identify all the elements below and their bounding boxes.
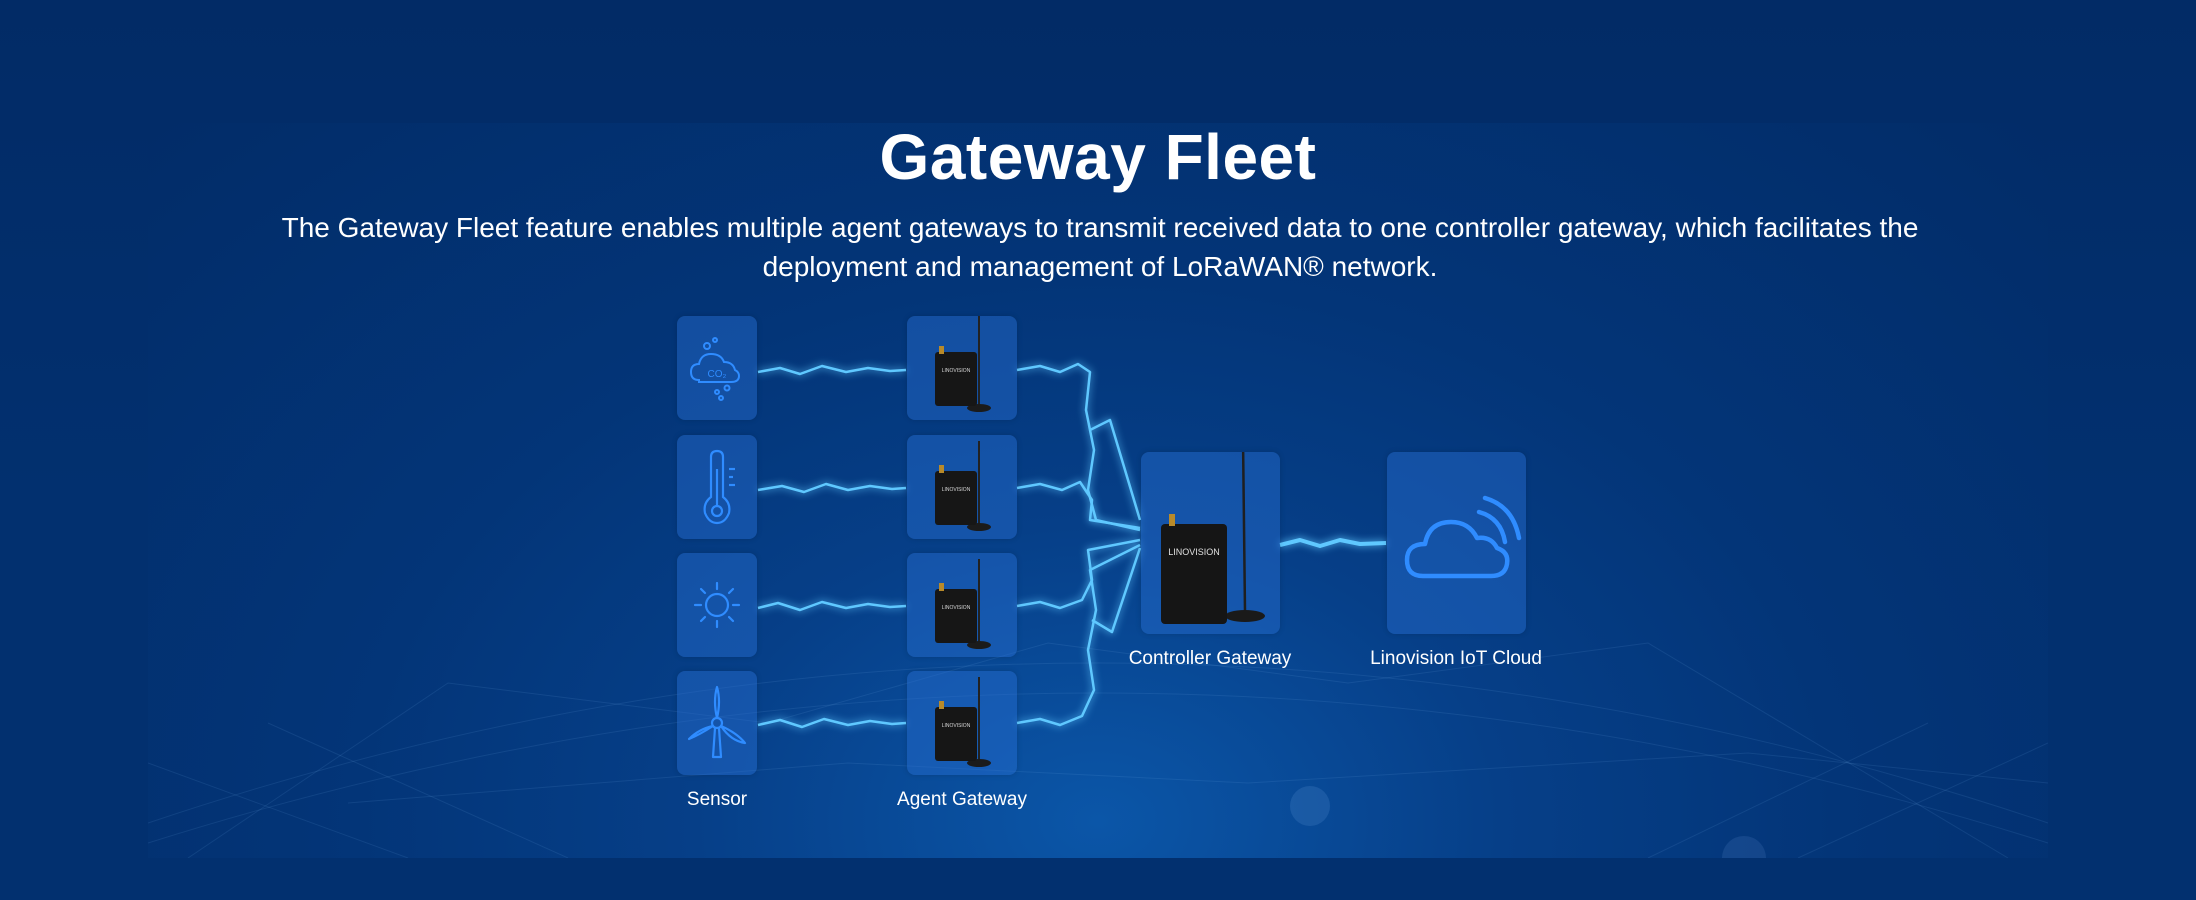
sun-icon bbox=[693, 581, 741, 629]
cloud-tile bbox=[1387, 452, 1526, 634]
gateway-device-icon: LINOVISION bbox=[935, 316, 991, 412]
sensor-tile-co2: CO₂ bbox=[677, 316, 757, 420]
description-line-1: The Gateway Fleet feature enables multip… bbox=[281, 212, 1919, 243]
controller-gateway-tile: LINOVISION bbox=[1141, 452, 1280, 634]
gateway-device-icon: LINOVISION bbox=[935, 559, 991, 649]
controller-gateway-label: Controller Gateway bbox=[1128, 648, 1292, 669]
thermometer-icon bbox=[703, 449, 735, 525]
sensor-tile-wind bbox=[677, 671, 757, 775]
gateway-device-icon: LINOVISION bbox=[935, 677, 991, 767]
gateway-device-icon: LINOVISION bbox=[935, 441, 991, 531]
page-description: The Gateway Fleet feature enables multip… bbox=[250, 208, 1950, 286]
device-brand: LINOVISION bbox=[942, 605, 971, 611]
agent-gateway-tile-4: LINOVISION bbox=[907, 671, 1017, 775]
description-line-2: deployment and management of LoRaWAN® ne… bbox=[762, 251, 1438, 282]
sensor-tile-light bbox=[677, 553, 757, 657]
controller-device-brand: LINOVISION bbox=[1168, 547, 1220, 557]
device-brand: LINOVISION bbox=[942, 487, 971, 493]
agent-gateway-tile-2: LINOVISION bbox=[907, 435, 1017, 539]
agent-gateway-tile-1: LINOVISION bbox=[907, 316, 1017, 420]
co2-label: CO₂ bbox=[708, 369, 727, 380]
wind-turbine-icon bbox=[687, 685, 747, 759]
cloud-label: Linovision IoT Cloud bbox=[1370, 648, 1542, 669]
controller-gateway-device-icon: LINOVISION bbox=[1161, 452, 1265, 624]
device-brand: LINOVISION bbox=[942, 368, 971, 374]
sensor-label: Sensor bbox=[686, 789, 748, 810]
device-brand: LINOVISION bbox=[942, 723, 971, 729]
agent-gateway-tile-3: LINOVISION bbox=[907, 553, 1017, 657]
co2-cloud-icon: CO₂ bbox=[689, 337, 741, 401]
agent-gateway-label: Agent Gateway bbox=[897, 789, 1027, 810]
cloud-icon bbox=[1404, 495, 1522, 579]
page-title: Gateway Fleet bbox=[879, 121, 1317, 193]
sensor-tile-temperature bbox=[677, 435, 757, 539]
